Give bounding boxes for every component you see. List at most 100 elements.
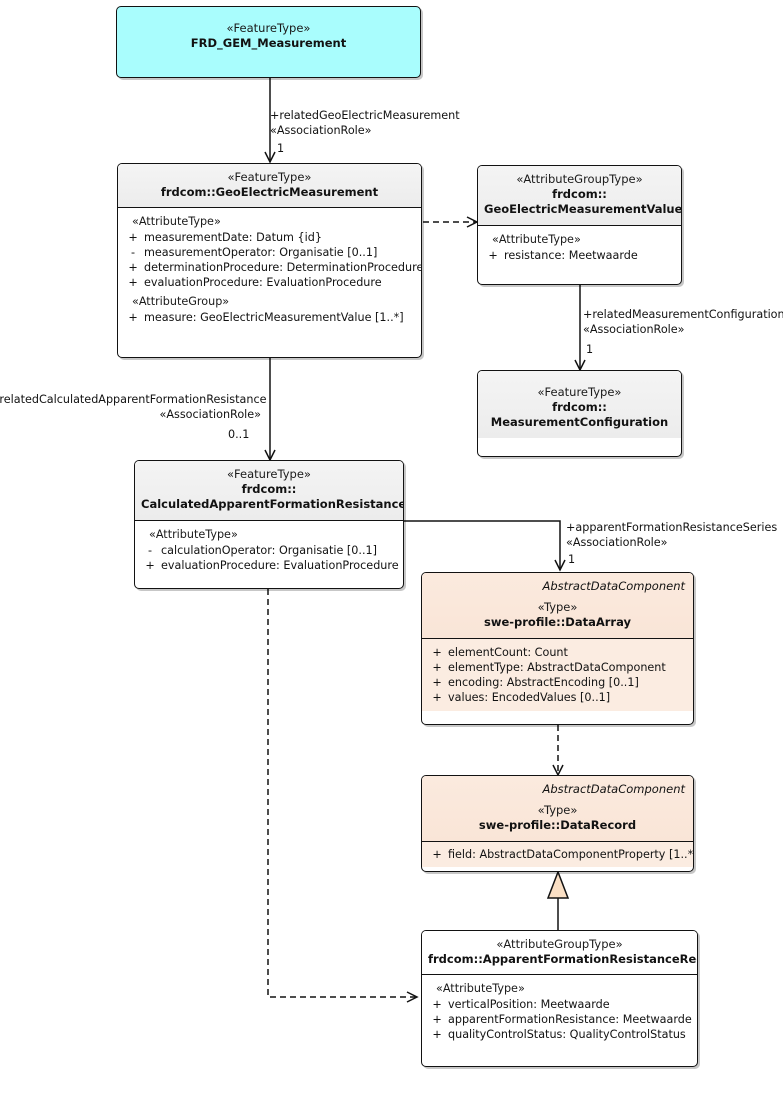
edge-role-label: +apparentFormationResistanceSeries: [566, 521, 778, 534]
attribute-row: + values: EncodedValues [0..1]: [426, 690, 689, 705]
class-name: FRD_GEM_Measurement: [190, 36, 347, 51]
edge-role-label: +relatedCalculatedApparentFormationResis…: [0, 393, 267, 406]
edge-stereotype-label: «AssociationRole»: [270, 124, 372, 138]
attribute-group-label: «AttributeType»: [149, 527, 238, 541]
attribute-row: + evaluationProcedure: EvaluationProcedu…: [122, 275, 417, 290]
class-header: «FeatureType» frdcom:: MeasurementConfig…: [478, 371, 681, 438]
class-geoelectric-measurement-value[interactable]: «AttributeGroupType» frdcom:: GeoElectri…: [477, 165, 682, 285]
class-name-line2: GeoElectricMeasurementValue: [484, 202, 682, 217]
attribute-text: field: AbstractDataComponentProperty [1.…: [448, 847, 694, 861]
attribute-text: values: EncodedValues [0..1]: [448, 690, 611, 704]
attribute-visibility: -: [147, 543, 153, 557]
class-name-line2: MeasurementConfiguration: [490, 415, 669, 430]
attribute-text: qualityControlStatus: QualityControlStat…: [448, 1028, 686, 1042]
attribute-group-label: «AttributeType»: [436, 982, 525, 996]
attribute-visibility: +: [432, 1013, 442, 1027]
edge-multiplicity-related-geoelectric-measurement: 1: [277, 142, 285, 155]
connector-record-generalization-to-datarecord: [546, 869, 570, 930]
attribute-visibility: +: [432, 645, 442, 659]
class-geoelectric-measurement[interactable]: «FeatureType» frdcom::GeoElectricMeasure…: [117, 163, 422, 358]
attribute-visibility: +: [128, 231, 138, 245]
attribute-group-label: «AttributeType»: [132, 215, 221, 229]
attribute-text: determinationProcedure: DeterminationPro…: [144, 261, 422, 275]
class-calculated-apparent-formation-resistance[interactable]: «FeatureType» frdcom:: CalculatedApparen…: [134, 460, 404, 589]
edge-stereotype-label: «AssociationRole»: [566, 536, 668, 550]
edge-label-related-geoelectric-measurement: +relatedGeoElectricMeasurement «Associat…: [270, 108, 460, 139]
edge-multiplicity-related-measurement-configuration: 1: [586, 343, 594, 356]
class-apparent-formation-resistance-record[interactable]: «AttributeGroupType» frdcom::ApparentFor…: [421, 930, 698, 1067]
class-measurement-configuration[interactable]: «FeatureType» frdcom:: MeasurementConfig…: [477, 370, 682, 457]
attribute-group-label: «AttributeType»: [492, 232, 581, 246]
class-attributes: «AttributeType» + measurementDate: Datum…: [118, 208, 422, 332]
attribute-row: + field: AbstractDataComponentProperty […: [426, 847, 693, 862]
attribute-row: + elementCount: Count: [426, 645, 689, 660]
class-header: AbstractDataComponent «Type» swe-profile…: [422, 573, 693, 639]
edge-multiplicity-apparent-formation-resistance-series: 1: [568, 553, 576, 566]
class-name: frdcom::ApparentFormationResistanceRecor…: [428, 952, 698, 967]
attribute-row: + measurementDate: Datum {id}: [122, 230, 417, 245]
class-stereotype: «FeatureType»: [226, 21, 311, 35]
attribute-visibility: +: [128, 311, 138, 325]
attribute-text: verticalPosition: Meetwaarde: [448, 998, 610, 1012]
attribute-text: evaluationProcedure: EvaluationProcedure: [161, 558, 399, 572]
class-name: swe-profile::DataArray: [483, 615, 632, 630]
class-stereotype: «FeatureType»: [227, 170, 312, 184]
class-header: AbstractDataComponent «Type» swe-profile…: [422, 776, 693, 842]
attribute-text: elementType: AbstractDataComponent: [448, 660, 666, 674]
class-data-array[interactable]: AbstractDataComponent «Type» swe-profile…: [421, 572, 694, 725]
attribute-row: + evaluationProcedure: EvaluationProcedu…: [139, 558, 399, 573]
attribute-visibility: +: [128, 261, 138, 275]
class-stereotype: «Type»: [537, 600, 578, 615]
attribute-visibility: +: [432, 1028, 442, 1042]
edge-role-label: +relatedGeoElectricMeasurement: [270, 109, 460, 122]
attribute-row: + qualityControlStatus: QualityControlSt…: [426, 1027, 693, 1042]
attribute-text: measurementOperator: Organisatie [0..1]: [144, 246, 378, 260]
connector-calculated-to-record: [267, 589, 419, 1003]
attribute-row: - calculationOperator: Organisatie [0..1…: [139, 543, 399, 558]
attribute-row: - measurementOperator: Organisatie [0..1…: [122, 245, 417, 260]
attribute-visibility: +: [488, 248, 498, 262]
attribute-row: + elementType: AbstractDataComponent: [426, 660, 689, 675]
attribute-text: measurementDate: Datum {id}: [144, 231, 322, 245]
attribute-visibility: +: [432, 847, 442, 861]
edge-multiplicity-related-calculated-apparent-formation-resistance: 0..1: [228, 428, 250, 441]
edge-label-related-measurement-configuration: +relatedMeasurementConfiguration «Associ…: [583, 307, 783, 338]
class-data-record[interactable]: AbstractDataComponent «Type» swe-profile…: [421, 775, 694, 872]
attribute-visibility: +: [432, 675, 442, 689]
class-stereotype: «AttributeGroupType»: [516, 172, 643, 186]
class-attributes: + elementCount: Count + elementType: Abs…: [422, 638, 693, 711]
class-abstract-name: AbstractDataComponent: [542, 782, 686, 796]
class-frd-gem-measurement[interactable]: «FeatureType» FRD_GEM_Measurement: [116, 6, 421, 78]
attribute-text: resistance: Meetwaarde: [504, 248, 638, 262]
class-attributes: + field: AbstractDataComponentProperty […: [422, 841, 693, 867]
attribute-visibility: +: [432, 998, 442, 1012]
class-stereotype: «AttributeGroupType»: [496, 937, 623, 951]
class-header: «AttributeGroupType» frdcom::ApparentFor…: [422, 931, 698, 976]
class-header: «FeatureType» frdcom::GeoElectricMeasure…: [118, 164, 421, 209]
class-name: frdcom::GeoElectricMeasurement: [160, 185, 379, 200]
attribute-row: + apparentFormationResistance: Meetwaard…: [426, 1012, 693, 1027]
class-abstract-name: AbstractDataComponent: [542, 579, 686, 593]
class-stereotype: «FeatureType»: [537, 385, 622, 399]
class-name: swe-profile::DataRecord: [478, 818, 637, 833]
connector-calculated-to-dataarray: [404, 520, 566, 572]
attribute-visibility: -: [130, 246, 136, 260]
class-name-line1: frdcom::: [241, 482, 297, 497]
class-stereotype: «Type»: [537, 803, 578, 818]
class-name-line2: CalculatedApparentFormationResistance: [141, 497, 404, 512]
class-attributes: «AttributeType» + verticalPosition: Meet…: [422, 975, 697, 1049]
class-attributes: «AttributeType» - calculationOperator: O…: [135, 520, 403, 579]
attribute-visibility: +: [145, 558, 155, 572]
attribute-text: elementCount: Count: [448, 645, 568, 659]
class-header: «FeatureType» FRD_GEM_Measurement: [117, 7, 420, 58]
attribute-text: measure: GeoElectricMeasurementValue [1.…: [144, 311, 404, 325]
class-name-line1: frdcom::: [552, 400, 607, 415]
attribute-visibility: +: [432, 660, 442, 674]
class-name-line1: frdcom::: [552, 187, 607, 202]
class-attributes: «AttributeType» + resistance: Meetwaarde: [478, 225, 681, 269]
edge-role-label: +relatedMeasurementConfiguration: [583, 308, 783, 321]
edge-label-apparent-formation-resistance-series: +apparentFormationResistanceSeries «Asso…: [566, 520, 777, 551]
attribute-group-label: «AttributeGroup»: [132, 295, 230, 309]
attribute-visibility: +: [128, 276, 138, 290]
